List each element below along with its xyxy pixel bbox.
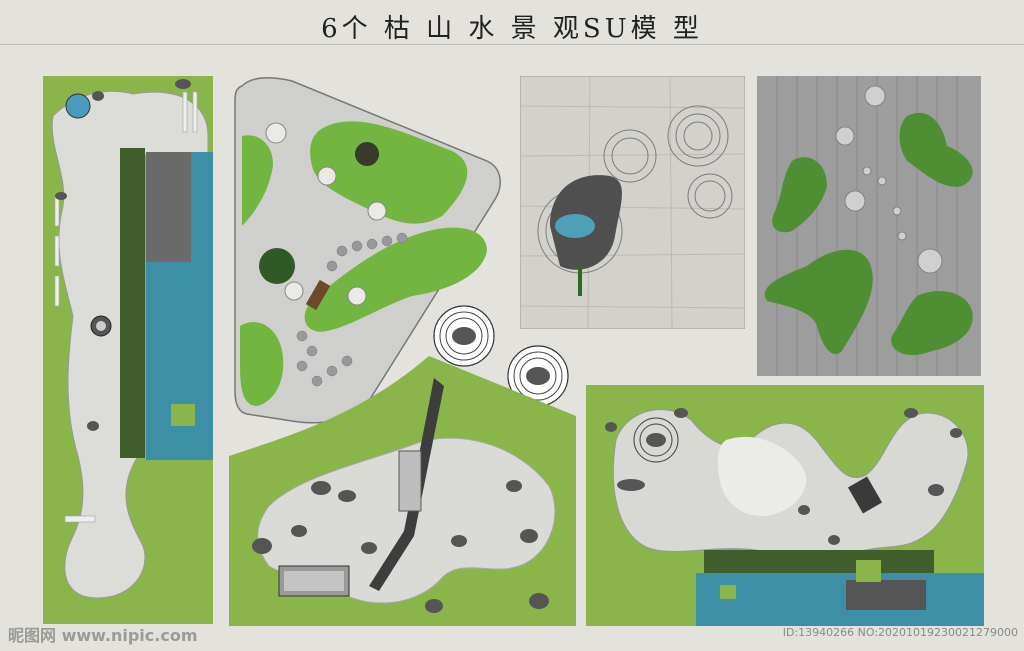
- model-panel-6[interactable]: [229, 356, 576, 626]
- watermark-site: 昵图网 www.nipic.com: [8, 626, 198, 645]
- model-panel-4[interactable]: [757, 76, 981, 376]
- model-panel-5[interactable]: [432, 302, 580, 412]
- garden-plan-2: [234, 76, 501, 424]
- garden-plan-3: [520, 76, 745, 329]
- model-panel-3[interactable]: [520, 76, 745, 329]
- model-panel-2[interactable]: [232, 76, 507, 428]
- garden-plan-4: [757, 76, 981, 376]
- watermark-id: ID:13940266 NO:20201019230021279000: [782, 626, 1018, 639]
- title-divider: [0, 44, 1024, 45]
- model-panel-7[interactable]: [586, 385, 984, 626]
- model-panel-1[interactable]: [43, 76, 213, 624]
- garden-plan-5: [433, 305, 569, 407]
- garden-plan-7: [586, 385, 984, 626]
- garden-plan-1: [43, 76, 213, 624]
- page-title: 6个 枯 山 水 景 观SU模 型: [321, 14, 703, 44]
- garden-plan-6: [229, 356, 576, 626]
